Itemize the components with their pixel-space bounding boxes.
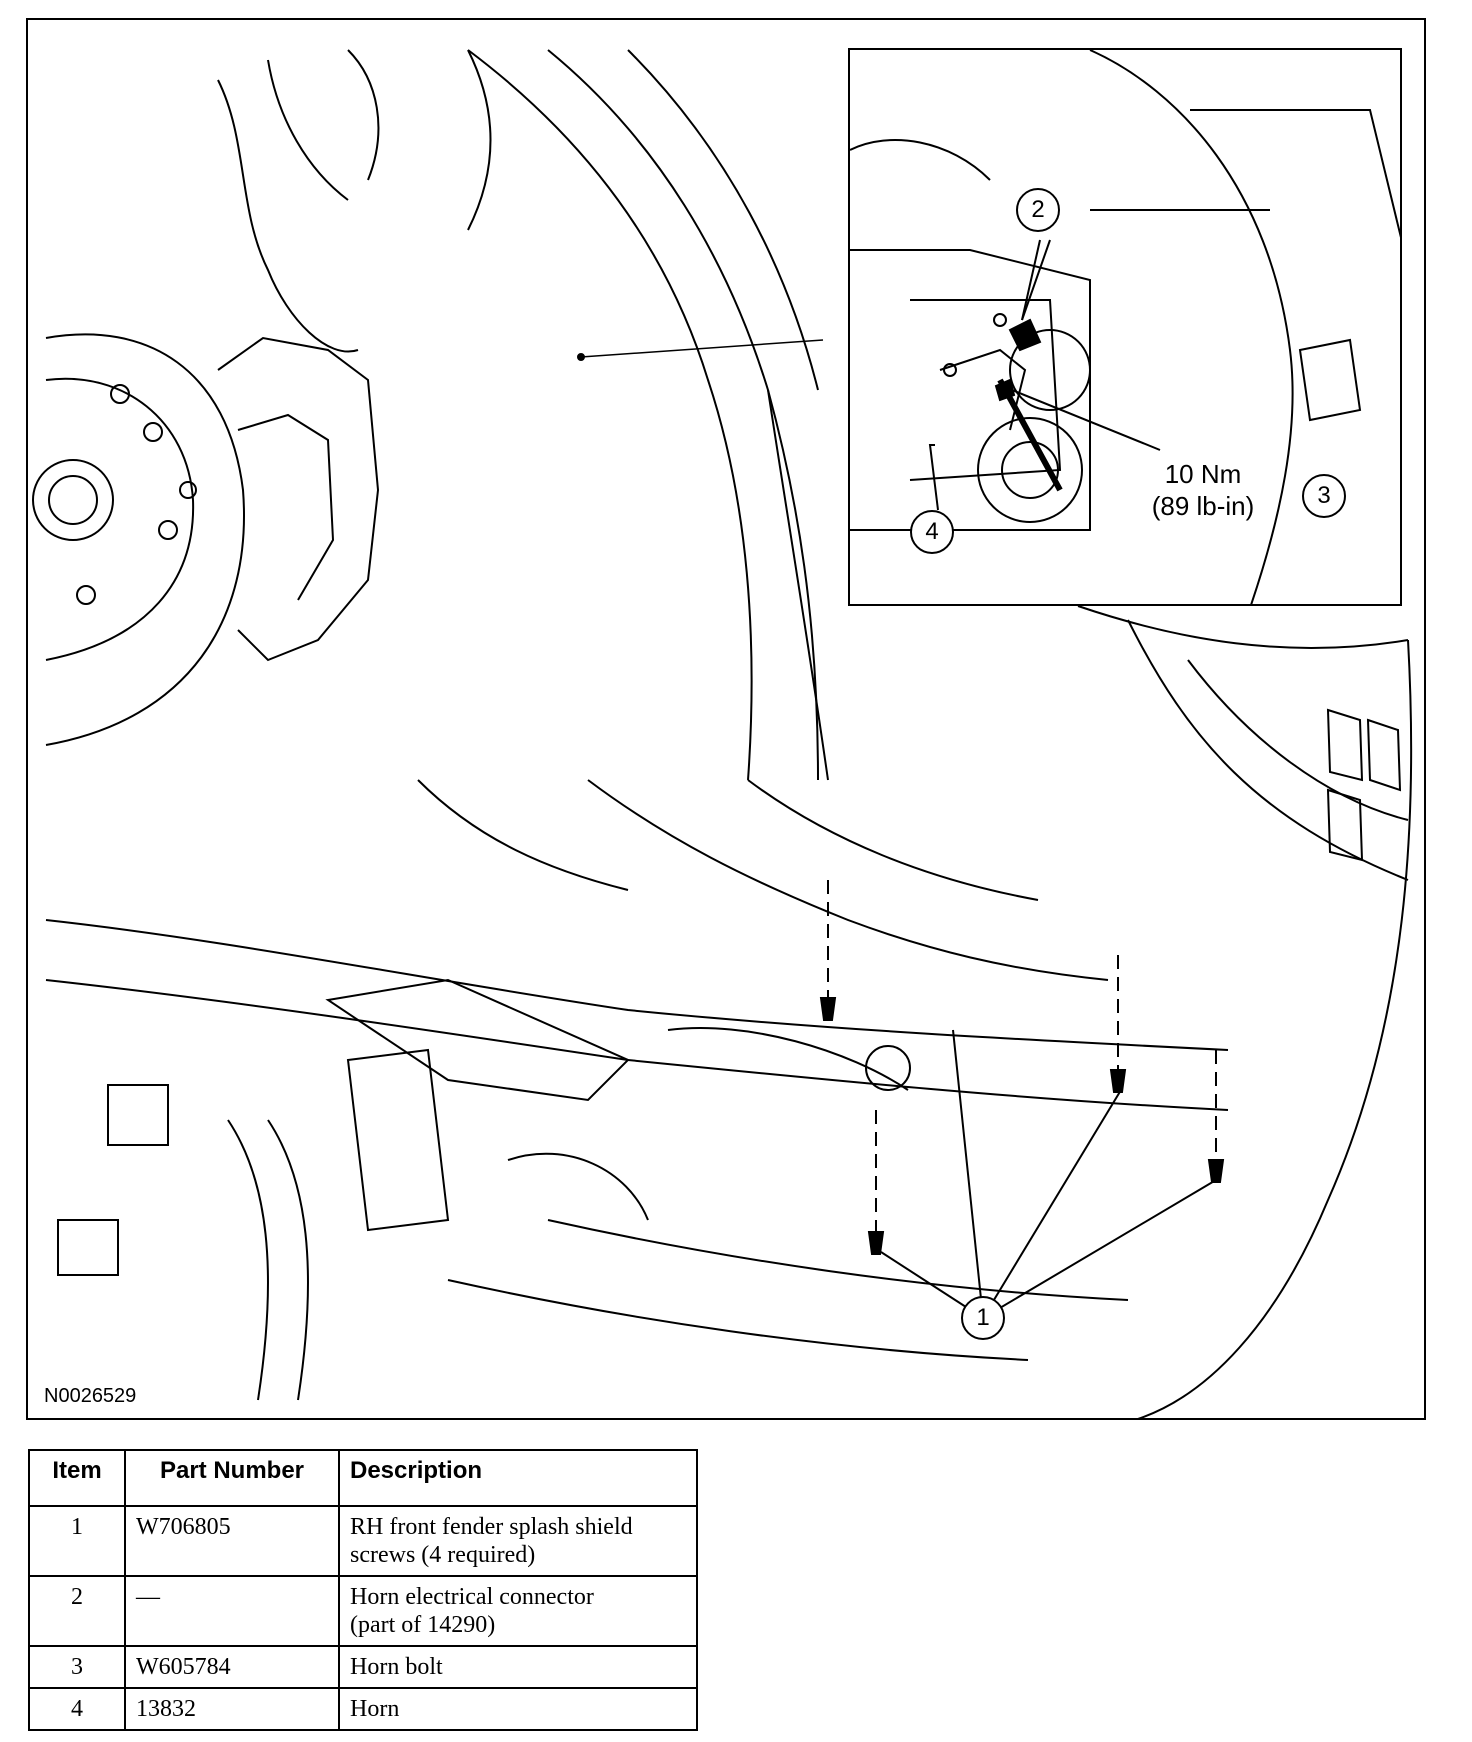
row-description: Horn electrical connector (part of 14290…: [338, 1575, 698, 1647]
row-description: RH front fender splash shield screws (4 …: [338, 1505, 698, 1577]
description-line: screws (4 required): [350, 1542, 536, 1568]
description-line: Horn: [350, 1696, 400, 1722]
row-part-number: 13832: [124, 1687, 340, 1731]
horn-detail-inset: 10 Nm (89 lb-in) 2 3 4: [848, 48, 1402, 606]
torque-value: 10 Nm: [1164, 459, 1242, 489]
parts-table: Item Part Number Description 1 W706805 R…: [28, 1449, 698, 1731]
row-item: 4: [28, 1687, 126, 1731]
header-part-number: Part Number: [124, 1449, 340, 1507]
callout-1: 1: [961, 1296, 1005, 1340]
callout-4: 4: [910, 510, 954, 554]
header-description: Description: [338, 1449, 698, 1507]
description-line: Horn electrical connector: [350, 1584, 594, 1610]
figure-id-label: N0026529: [44, 1385, 137, 1407]
row-description: Horn: [338, 1687, 698, 1731]
row-description: Horn bolt: [338, 1645, 698, 1689]
table-row: 4 13832 Horn: [28, 1687, 698, 1731]
description-line: Horn bolt: [350, 1654, 443, 1680]
table-row: 2 — Horn electrical connector (part of 1…: [28, 1575, 698, 1647]
header-item: Item: [28, 1449, 126, 1507]
row-part-number: W605784: [124, 1645, 340, 1689]
table-row: 1 W706805 RH front fender splash shield …: [28, 1505, 698, 1577]
vehicle-line-drawing: [32, 49, 1413, 1418]
row-item: 3: [28, 1645, 126, 1689]
description-line: RH front fender splash shield: [350, 1514, 633, 1540]
row-item: 1: [28, 1505, 126, 1577]
row-item: 2: [28, 1575, 126, 1647]
torque-imperial: (89 lb-in): [1151, 491, 1255, 521]
horn-detail-drawing: [850, 50, 1400, 604]
table-header-row: Item Part Number Description: [28, 1449, 698, 1507]
row-part-number: —: [124, 1575, 340, 1647]
row-part-number: W706805: [124, 1505, 340, 1577]
callout-2: 2: [1016, 188, 1060, 232]
description-line: (part of 14290): [350, 1612, 496, 1638]
exploded-view-illustration: 10 Nm (89 lb-in) 2 3 4 1 N0026529: [26, 18, 1426, 1420]
table-row: 3 W605784 Horn bolt: [28, 1645, 698, 1689]
callout-3: 3: [1302, 474, 1346, 518]
